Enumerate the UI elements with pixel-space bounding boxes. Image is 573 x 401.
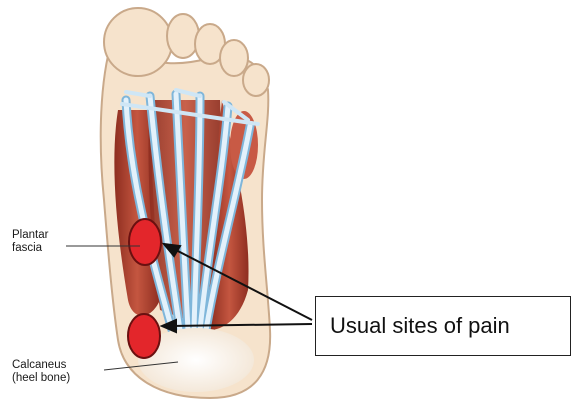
plantar-fascia-label: Plantar fascia — [12, 229, 48, 255]
little-toe — [243, 64, 269, 96]
pain-site-arch — [129, 219, 161, 265]
calcaneus-label: Calcaneus (heel bone) — [12, 359, 70, 385]
pain-site-heel — [128, 314, 160, 358]
second-toe — [167, 14, 199, 58]
pain-sites-label: Usual sites of pain — [330, 313, 510, 339]
pain-sites-callout: Usual sites of pain — [315, 296, 571, 356]
fourth-toe — [220, 40, 248, 76]
big-toe — [104, 8, 172, 76]
